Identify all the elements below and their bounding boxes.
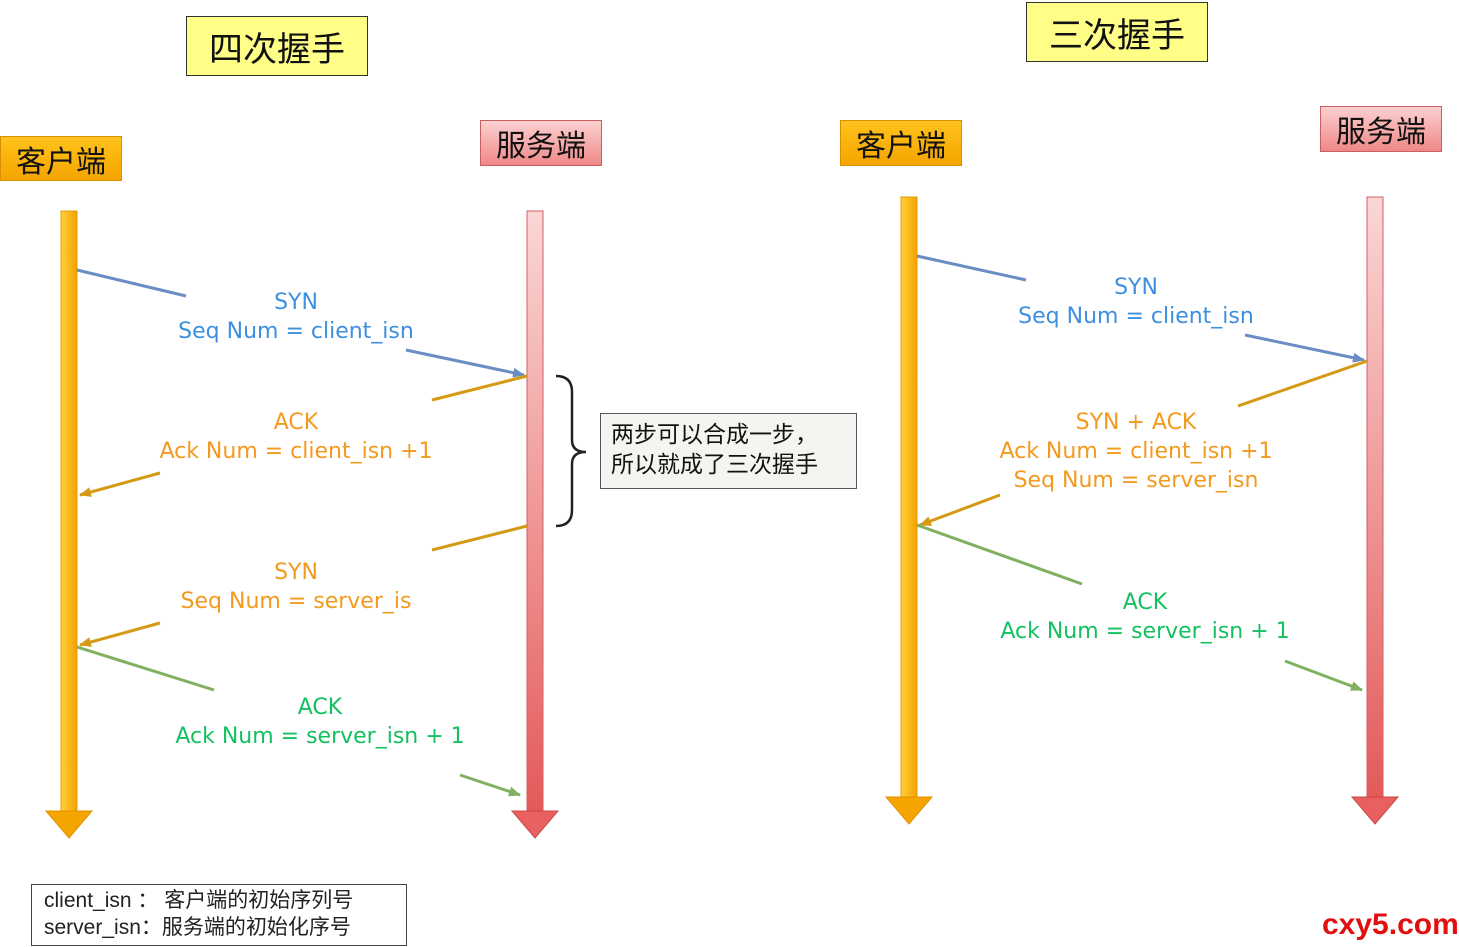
legend-line2: server_isn：服务端的初始化序号 xyxy=(44,916,351,939)
right-msg2-label: SYN + ACK Ack Num = client_isn +1 Seq Nu… xyxy=(986,408,1286,495)
left-msg3-line2: Seq Num = server_is xyxy=(180,589,412,614)
right-msg2-line3: Seq Num = server_isn xyxy=(1013,468,1259,493)
right-msg1-line2: Seq Num = client_isn xyxy=(1018,304,1254,329)
left-msg3-line1: SYN xyxy=(274,560,318,585)
right-msg3-line2: Ack Num = server_isn + 1 xyxy=(1000,619,1290,644)
legend: client_isn ： 客户端的初始序列号 server_isn：服务端的初始… xyxy=(31,884,407,946)
left-msg4-line2: Ack Num = server_isn + 1 xyxy=(175,724,465,749)
merge-note: 两步可以合成一步， 所以就成了三次握手 xyxy=(600,413,857,489)
legend-line1: client_isn ： 客户端的初始序列号 xyxy=(44,889,354,912)
left-msg1-line2: Seq Num = client_isn xyxy=(178,319,414,344)
left-title: 四次握手 xyxy=(186,16,368,76)
right-client-label: 客户端 xyxy=(840,120,962,166)
left-msg4-line1: ACK xyxy=(297,695,343,720)
right-msg2-line1: SYN + ACK xyxy=(1075,410,1197,435)
left-msg1-label: SYN Seq Num = client_isn xyxy=(166,288,426,346)
right-client-lifeline xyxy=(884,196,934,825)
right-title: 三次握手 xyxy=(1026,2,1208,62)
right-msg3-label: ACK Ack Num = server_isn + 1 xyxy=(995,588,1295,646)
right-msg1-label: SYN Seq Num = client_isn xyxy=(1006,273,1266,331)
right-msg3-line1: ACK xyxy=(1122,590,1168,615)
left-client-label: 客户端 xyxy=(0,136,122,181)
left-msg2-arrow xyxy=(79,374,528,497)
left-msg2-line2: Ack Num = client_isn +1 xyxy=(159,439,433,464)
left-msg3-label: SYN Seq Num = server_is xyxy=(166,558,426,616)
left-msg2-line1: ACK xyxy=(273,410,319,435)
left-client-lifeline xyxy=(44,210,94,839)
right-server-label: 服务端 xyxy=(1320,106,1442,152)
left-msg2-label: ACK Ack Num = client_isn +1 xyxy=(146,408,446,466)
merge-note-line1: 两步可以合成一步， xyxy=(611,422,818,448)
merge-note-line2: 所以就成了三次握手 xyxy=(611,452,818,478)
left-msg3-arrow xyxy=(79,524,528,647)
left-server-lifeline xyxy=(510,210,560,839)
watermark: cxy5.com xyxy=(1322,908,1459,941)
left-msg1-line1: SYN xyxy=(274,290,318,315)
left-msg1-arrow xyxy=(76,268,525,378)
left-server-label: 服务端 xyxy=(480,120,602,166)
right-server-lifeline xyxy=(1350,196,1400,825)
right-msg1-arrow xyxy=(916,254,1365,363)
left-msg4-arrow xyxy=(76,645,521,797)
curly-brace xyxy=(555,374,587,528)
left-msg4-label: ACK Ack Num = server_isn + 1 xyxy=(170,693,470,751)
right-msg2-arrow xyxy=(919,359,1368,527)
right-msg3-arrow xyxy=(916,523,1363,692)
right-msg2-line2: Ack Num = client_isn +1 xyxy=(999,439,1273,464)
right-msg1-line1: SYN xyxy=(1114,275,1158,300)
